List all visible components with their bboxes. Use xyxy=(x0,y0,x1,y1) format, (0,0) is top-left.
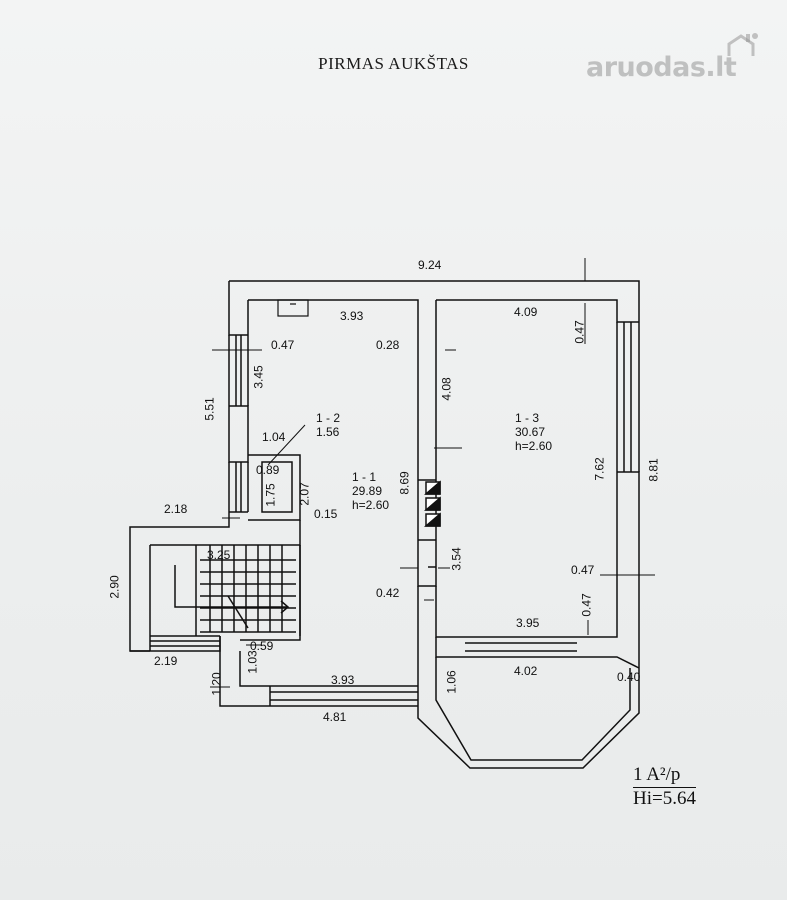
dim-label: 3.95 xyxy=(516,616,540,630)
window-bottom xyxy=(465,636,577,658)
dim-label: 3.93 xyxy=(331,673,355,687)
dim-label: 2.07 xyxy=(297,482,312,506)
dim-label: 2.90 xyxy=(107,575,122,599)
chimney-block xyxy=(423,480,441,527)
watermark-logo: aruodas.lt xyxy=(586,52,737,83)
room-number: 1 - 1 xyxy=(352,470,377,484)
room-1-2-label: 1 - 2 1.56 xyxy=(316,411,340,439)
partition xyxy=(261,461,293,513)
dim-label: 0.47 xyxy=(571,563,595,577)
stamp-line-1: 1 A²/p xyxy=(633,764,696,788)
outer-wall xyxy=(228,281,248,336)
dim-label: 1.04 xyxy=(262,430,286,444)
outer-wall xyxy=(239,651,270,687)
dim-label: 2.18 xyxy=(164,502,188,516)
dim-label: 3.93 xyxy=(340,309,364,323)
dim-label: 3.54 xyxy=(449,547,464,571)
room-height: h=2.60 xyxy=(515,439,553,453)
dim-label: 3.25 xyxy=(207,548,231,562)
dim-label: 7.62 xyxy=(592,457,607,481)
room-area: 1.56 xyxy=(316,425,340,439)
dim-label: 2.19 xyxy=(154,654,178,668)
partition xyxy=(240,545,301,641)
dim-label: 4.08 xyxy=(439,377,454,401)
window-right xyxy=(616,322,640,472)
dim-label: 0.47 xyxy=(579,593,594,617)
outer-wall xyxy=(436,299,639,323)
outer-wall xyxy=(228,405,249,463)
outer-wall xyxy=(130,636,221,652)
dim-label: 0.40 xyxy=(617,670,641,684)
outer-wall xyxy=(577,472,618,638)
dim-label: 0.15 xyxy=(314,507,338,521)
stair-arrow xyxy=(174,565,290,614)
room-number: 1 - 2 xyxy=(316,411,341,425)
dim-label: 5.51 xyxy=(202,397,217,421)
dim-label: 0.89 xyxy=(256,463,280,477)
dim-label: 4.02 xyxy=(514,664,538,678)
stair-arrow xyxy=(227,595,249,629)
room-1-1-label: 1 - 1 29.89 h=2.60 xyxy=(352,470,389,512)
dim-label: 8.69 xyxy=(397,471,412,495)
window-left xyxy=(228,335,249,406)
outer-wall xyxy=(617,471,640,668)
room-area: 29.89 xyxy=(352,484,383,498)
dim-label: 3.45 xyxy=(251,365,266,389)
room-1-3-label: 1 - 3 30.67 h=2.60 xyxy=(515,411,552,453)
bay-window xyxy=(417,668,640,769)
dim-label: 0.28 xyxy=(376,338,400,352)
dim-label: 0.47 xyxy=(572,320,587,344)
window-left-lower xyxy=(228,462,249,512)
window-stair xyxy=(149,636,221,651)
outer-wall xyxy=(129,512,230,652)
dim-label: 1.20 xyxy=(209,672,224,696)
plan-title: PIRMAS AUKŠTAS xyxy=(318,54,469,73)
area-stamp: 1 A²/p Hi=5.64 xyxy=(633,764,696,810)
dim-label: 1.03 xyxy=(245,650,260,674)
room-area: 30.67 xyxy=(515,425,546,439)
bay-window xyxy=(435,657,631,761)
outer-wall xyxy=(219,651,418,707)
partition xyxy=(248,454,301,521)
room-height: h=2.60 xyxy=(352,498,390,512)
outer-wall xyxy=(577,656,640,669)
dim-label: 1.06 xyxy=(444,670,459,694)
outer-wall xyxy=(150,520,301,546)
dim-label: 0.47 xyxy=(271,338,295,352)
stair-treads xyxy=(200,545,296,633)
outer-wall xyxy=(229,280,640,322)
partition xyxy=(417,479,437,587)
dim-label: 8.81 xyxy=(646,458,661,482)
house-icon xyxy=(727,33,758,56)
fixture xyxy=(277,299,309,317)
dim-label: 4.81 xyxy=(323,710,347,724)
dim-label: 0.42 xyxy=(376,586,400,600)
stamp-line-2: Hi=5.64 xyxy=(633,788,696,809)
dim-label: 0.59 xyxy=(250,639,274,653)
window-bottom-left xyxy=(269,685,418,706)
dim-overall-width: 9.24 xyxy=(418,258,442,272)
dimension-line xyxy=(267,424,306,466)
dim-label: 4.09 xyxy=(514,305,538,319)
outer-wall xyxy=(435,637,465,658)
room-number: 1 - 3 xyxy=(515,411,540,425)
dim-label: 1.75 xyxy=(263,483,278,507)
